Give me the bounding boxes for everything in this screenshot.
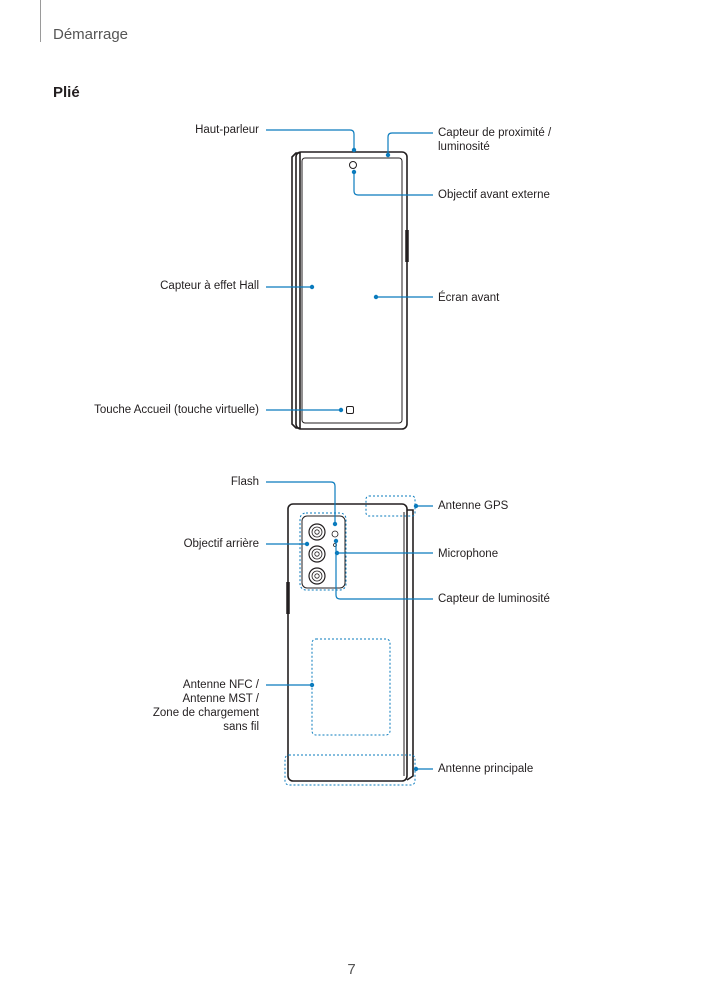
label-front-screen: Écran avant: [438, 292, 500, 304]
label-gps-antenna: Antenne GPS: [438, 500, 509, 512]
antenna-zones: [284, 495, 416, 786]
label-nfc-line1: Antenne NFC /: [182, 679, 259, 691]
header-rule: [40, 0, 41, 42]
rear-lens-3-icon: [308, 567, 326, 585]
section-header: Démarrage: [53, 26, 129, 43]
label-nfc-line3: Zone de chargement: [152, 707, 259, 719]
label-microphone: Microphone: [438, 548, 499, 560]
page-title: Plié: [53, 84, 80, 101]
label-proximity-line1: Capteur de proximité /: [438, 127, 552, 139]
flash-icon: [331, 530, 339, 538]
back-callouts: [266, 481, 433, 770]
label-proximity-line2: luminosité: [438, 141, 490, 153]
label-nfc-line4: sans fil: [223, 721, 259, 733]
back-device: [286, 503, 414, 782]
page-number: 7: [347, 961, 356, 978]
label-rear-camera: Objectif arrière: [183, 538, 259, 550]
camera-module: [301, 515, 346, 589]
label-speaker: Haut-parleur: [195, 124, 259, 136]
label-flash: Flash: [230, 476, 259, 488]
label-nfc-line2: Antenne MST /: [182, 693, 260, 705]
rear-lens-2-icon: [308, 545, 326, 563]
label-front-camera: Objectif avant externe: [438, 189, 550, 201]
home-key-icon: [346, 406, 354, 414]
label-home-key: Touche Accueil (touche virtuelle): [94, 404, 259, 416]
label-main-antenna: Antenne principale: [438, 763, 534, 775]
label-light-sensor: Capteur de luminosité: [438, 593, 550, 605]
front-callouts: [266, 129, 433, 411]
front-camera-icon: [349, 161, 357, 169]
label-hall-sensor: Capteur à effet Hall: [160, 280, 259, 292]
front-device: [291, 151, 409, 430]
rear-lens-1-icon: [308, 523, 326, 541]
